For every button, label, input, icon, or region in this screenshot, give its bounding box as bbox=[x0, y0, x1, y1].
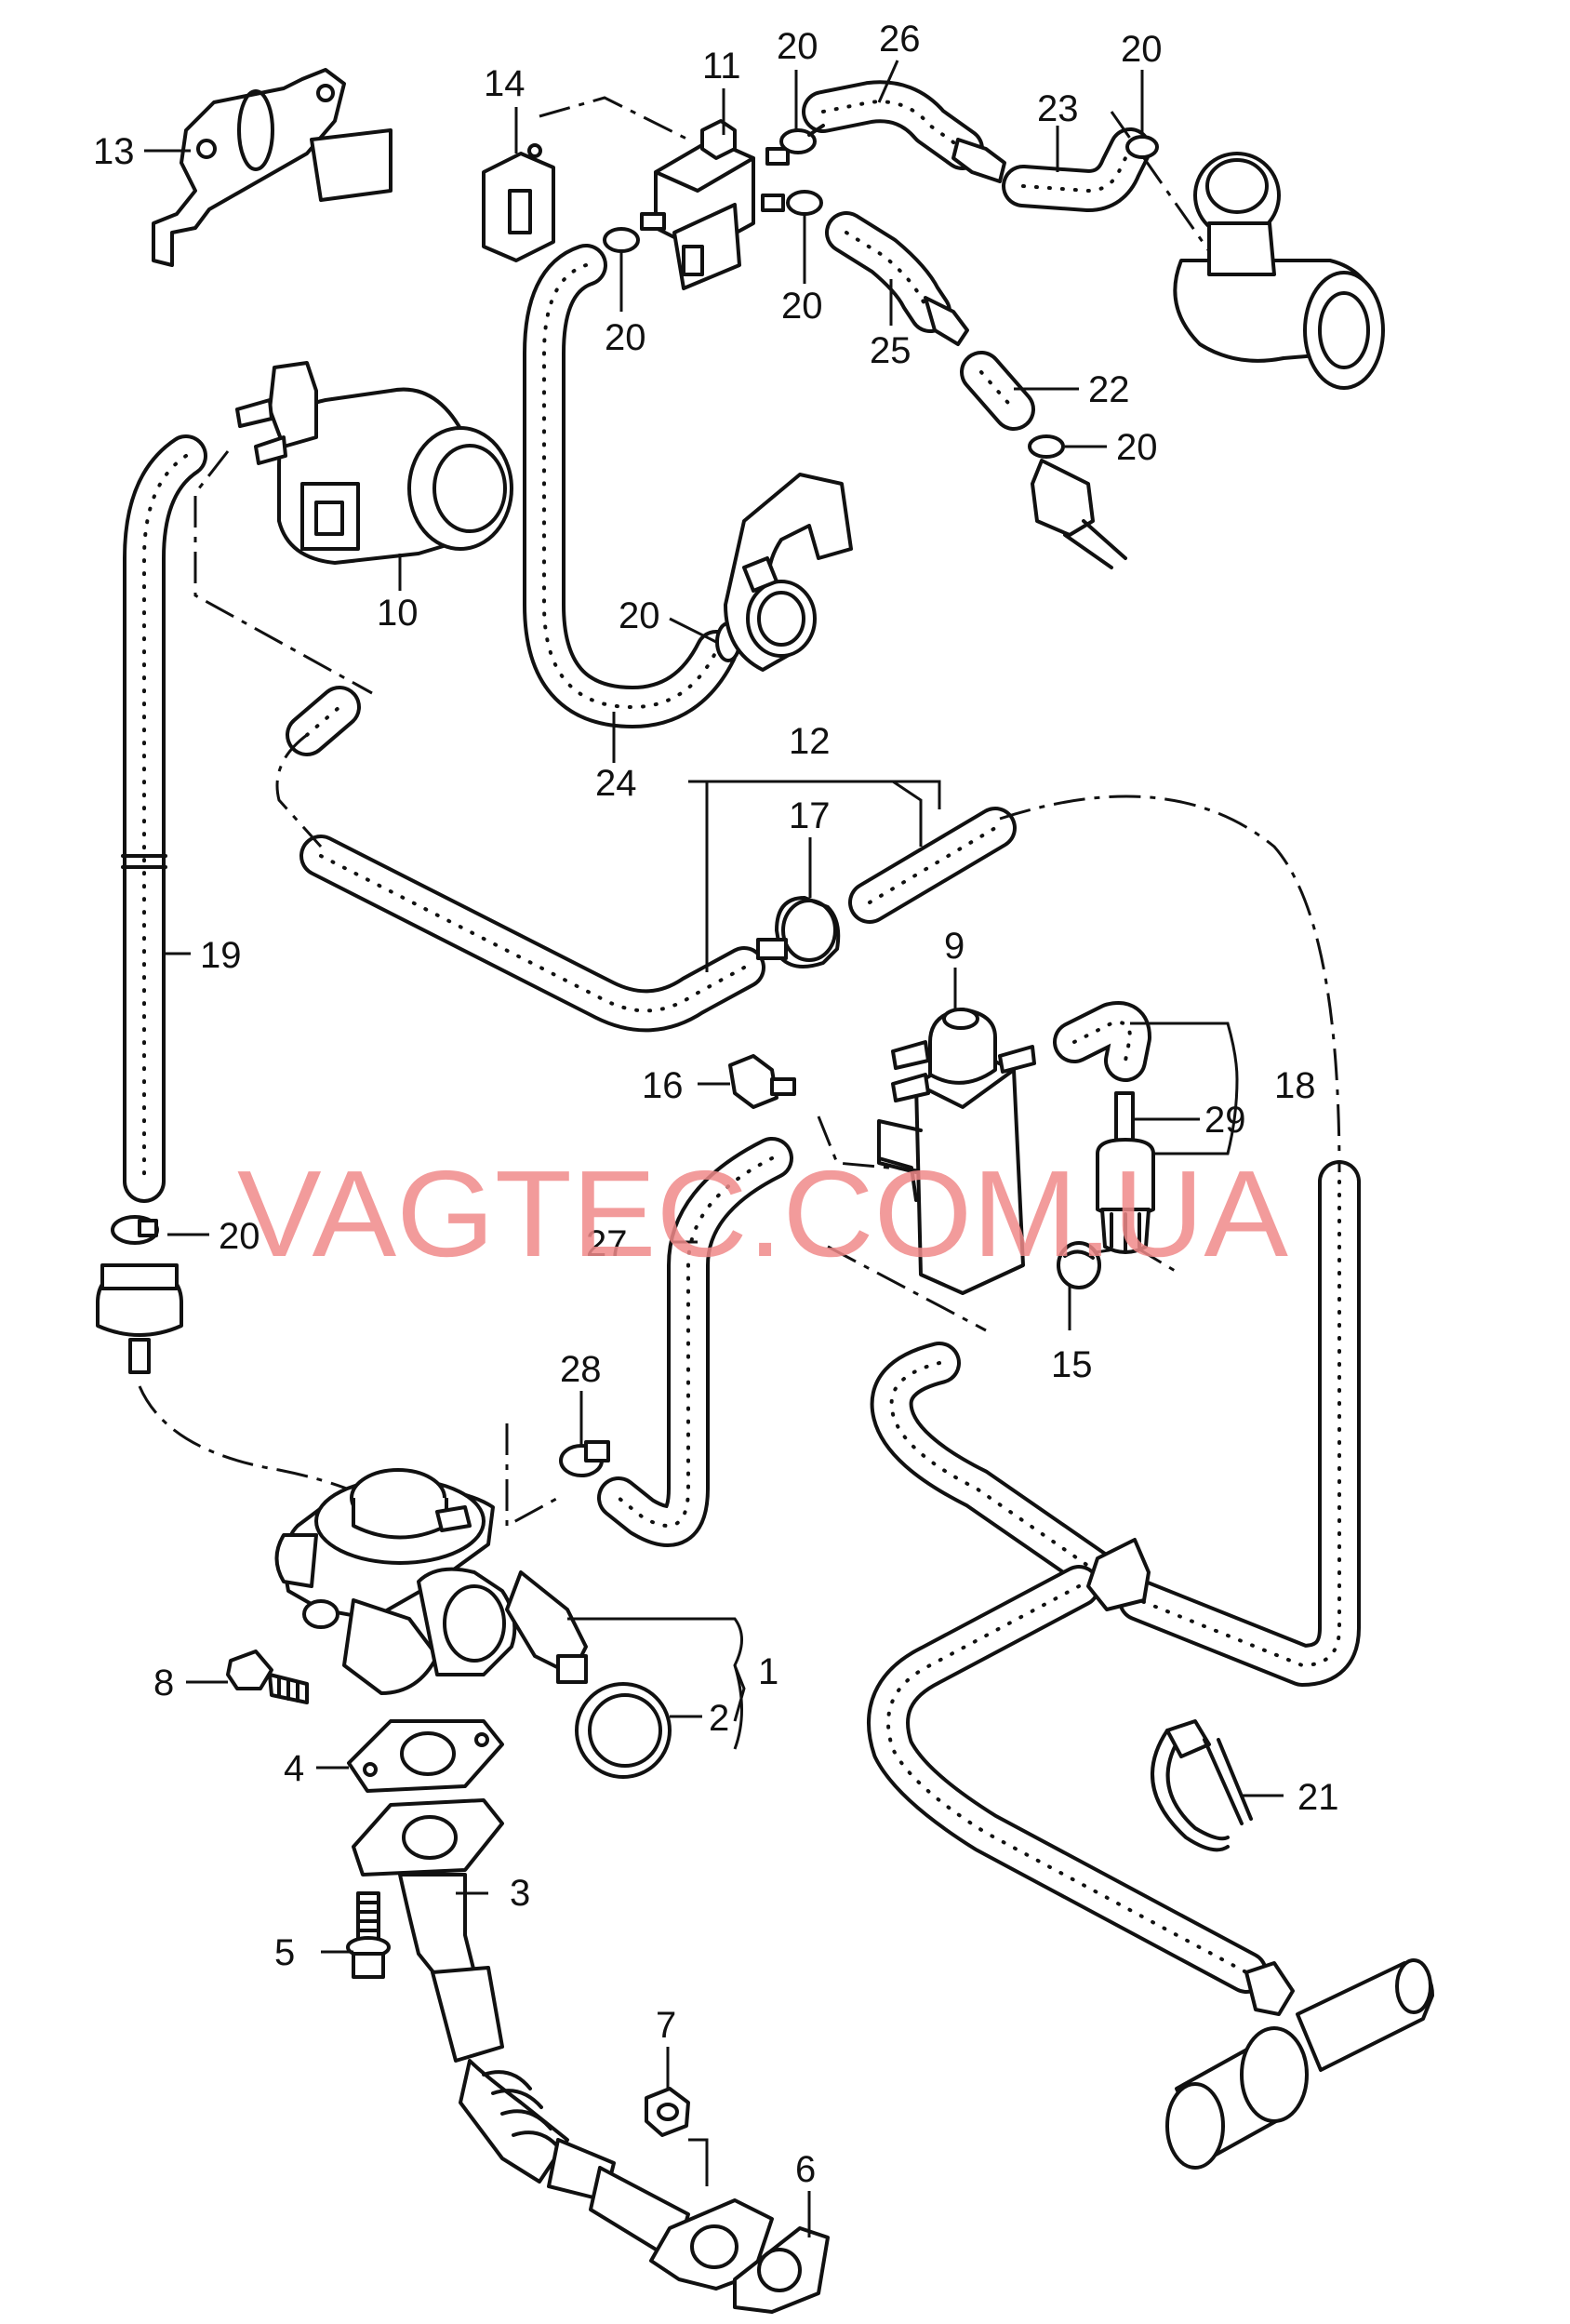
callout-22: 22 bbox=[1088, 369, 1130, 410]
hose-27 bbox=[597, 1137, 793, 1547]
callout-18: 18 bbox=[1274, 1065, 1316, 1106]
callout-15: 15 bbox=[1051, 1344, 1093, 1385]
egr-pipe-3 bbox=[352, 1798, 774, 2291]
callout-25: 25 bbox=[870, 330, 911, 371]
watermark-text: VAGTEC.COM.UA bbox=[237, 1145, 1288, 1282]
callout-21: 21 bbox=[1297, 1777, 1339, 1818]
hose-23 bbox=[1002, 127, 1151, 212]
hose-19 bbox=[121, 434, 207, 1203]
callout-2: 2 bbox=[709, 1698, 729, 1739]
leader-lines bbox=[144, 60, 1284, 2237]
callout-29: 29 bbox=[1204, 1100, 1246, 1141]
hose-25 bbox=[825, 211, 951, 333]
callout-1: 1 bbox=[758, 1651, 778, 1692]
gasket-6 bbox=[733, 2226, 830, 2314]
callout-16: 16 bbox=[642, 1065, 684, 1106]
hose-vacuum-lower bbox=[867, 1565, 1268, 1994]
turbocharger bbox=[1173, 152, 1385, 390]
connector-14 bbox=[482, 143, 555, 262]
cable-tie-21 bbox=[1151, 1719, 1253, 1852]
hose-clamp-28 bbox=[559, 1440, 610, 1477]
hose-connector-25 bbox=[924, 296, 969, 346]
hose-piece-top-left bbox=[286, 686, 361, 756]
callout-8: 8 bbox=[153, 1663, 174, 1703]
callout-20-mid: 20 bbox=[619, 595, 660, 636]
nut-7 bbox=[645, 2087, 690, 2137]
callout-9: 9 bbox=[944, 926, 965, 967]
hose-connector-26 bbox=[951, 138, 1006, 183]
cap-15 bbox=[1057, 1241, 1101, 1289]
hose-12-long bbox=[299, 835, 765, 1033]
callout-11: 11 bbox=[702, 46, 741, 87]
bolt-8 bbox=[226, 1650, 309, 1704]
callout-4: 4 bbox=[284, 1748, 304, 1789]
hose-clamp-20-e bbox=[1028, 434, 1065, 459]
hose-clamp-20-c bbox=[603, 227, 640, 253]
non-return-valve-17 bbox=[756, 896, 841, 968]
bracket-13 bbox=[152, 68, 392, 267]
callout-27: 27 bbox=[586, 1223, 628, 1264]
vacuum-reservoir-small bbox=[1031, 459, 1127, 569]
callout-10: 10 bbox=[377, 593, 419, 634]
hose-22 bbox=[960, 351, 1035, 431]
callout-13: 13 bbox=[93, 131, 135, 172]
pressure-converter-10 bbox=[235, 361, 513, 565]
callout-28: 28 bbox=[560, 1349, 602, 1390]
hose-clamp-20-a bbox=[779, 124, 825, 154]
connection-lines bbox=[138, 96, 1341, 1529]
callout-12: 12 bbox=[789, 721, 831, 762]
hose-18-elbow bbox=[1053, 1001, 1151, 1082]
gasket-4 bbox=[347, 1719, 504, 1793]
callout-5: 5 bbox=[274, 1932, 295, 1973]
hose-clamp-20-g bbox=[111, 1215, 159, 1245]
callout-24: 24 bbox=[595, 763, 637, 804]
callout-17: 17 bbox=[789, 795, 831, 836]
callout-7: 7 bbox=[656, 2005, 676, 2046]
filter-29 bbox=[1096, 1091, 1155, 1254]
solenoid-valve-11 bbox=[640, 119, 790, 290]
pressure-converter-9 bbox=[877, 1008, 1036, 1295]
callout-19: 19 bbox=[200, 935, 242, 976]
callout-3: 3 bbox=[510, 1873, 530, 1914]
callout-20-left: 20 bbox=[219, 1216, 260, 1257]
hose-24 bbox=[523, 244, 738, 728]
o-ring-2 bbox=[575, 1682, 672, 1779]
callout-23: 23 bbox=[1037, 88, 1079, 129]
callout-20-top-b: 20 bbox=[1121, 29, 1163, 70]
egr-valve-1 bbox=[274, 1468, 588, 1695]
callout-6: 6 bbox=[795, 2149, 816, 2190]
hose-vacuum-center bbox=[870, 1342, 1119, 1594]
vacuum-t-connector bbox=[1165, 1958, 1434, 2170]
hose-vacuum-right-vertical bbox=[1118, 1160, 1361, 1687]
hose-26 bbox=[802, 80, 984, 170]
callout-20-top-d: 20 bbox=[781, 286, 823, 327]
intake-elbow bbox=[724, 473, 853, 672]
callout-20-top-e: 20 bbox=[1116, 427, 1158, 468]
bolt-5 bbox=[346, 1891, 391, 1979]
hose-12-short bbox=[848, 807, 1017, 924]
hose-clamp-20-b bbox=[786, 190, 823, 216]
callout-20-top-c: 20 bbox=[605, 317, 646, 358]
callout-labels: 13 14 11 20 26 23 20 20 20 25 22 20 10 2… bbox=[93, 19, 1339, 2190]
hose-t-piece bbox=[1086, 1538, 1151, 1611]
hose-clamp-20-d bbox=[1125, 135, 1159, 159]
valve-16 bbox=[728, 1054, 796, 1109]
callout-14: 14 bbox=[484, 63, 526, 104]
callout-26: 26 bbox=[879, 19, 921, 60]
vacuum-unit-20-lower bbox=[96, 1263, 183, 1374]
callout-20-top-a: 20 bbox=[777, 26, 818, 67]
